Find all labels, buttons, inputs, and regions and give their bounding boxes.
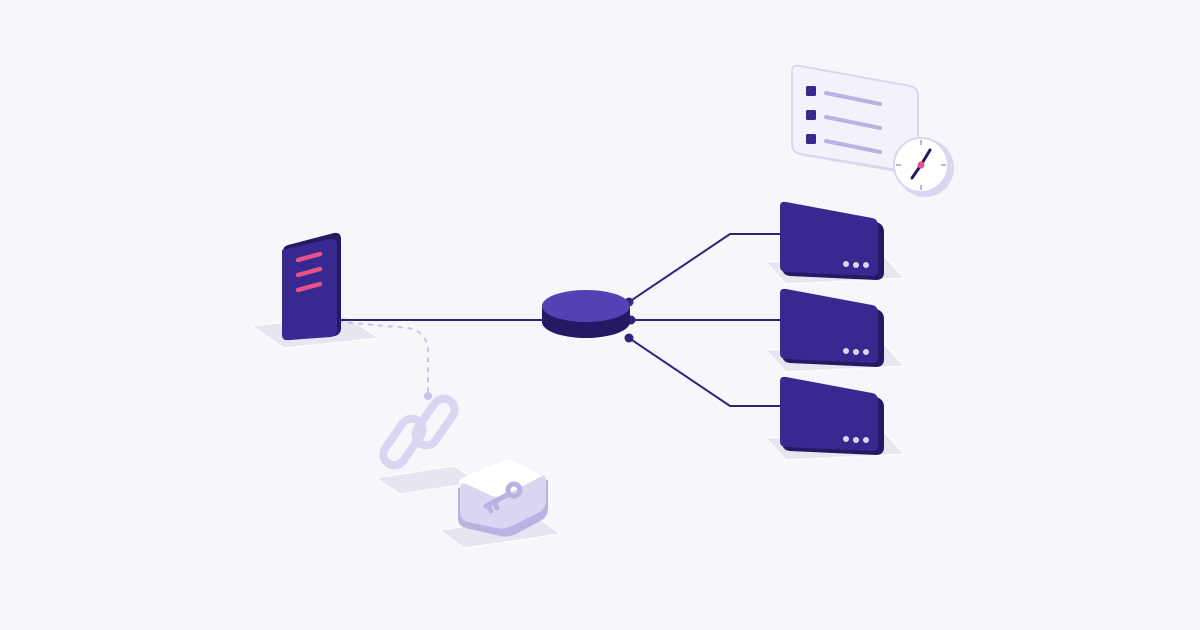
schedule [791,64,954,197]
connectors [317,233,780,407]
document-icon [282,232,341,341]
hub-disc-icon [542,290,630,338]
server-3 [780,376,884,455]
hub [542,290,630,338]
edge-hub-to-server-1 [628,233,780,303]
server-icon [780,201,884,280]
chain-link-icon [379,394,459,470]
server-icon [780,288,884,367]
edge-hub-to-server-3 [628,337,780,407]
key-icon [458,460,548,537]
key [458,460,548,537]
hub-port-3 [624,333,634,343]
checklist-clock-icon [791,64,954,197]
server-2 [780,288,884,367]
source-document [282,232,341,341]
server-icon [780,376,884,455]
server-1 [780,201,884,280]
edge-document-to-link [317,319,429,394]
link [379,394,459,470]
link-junction-dot [424,392,432,400]
